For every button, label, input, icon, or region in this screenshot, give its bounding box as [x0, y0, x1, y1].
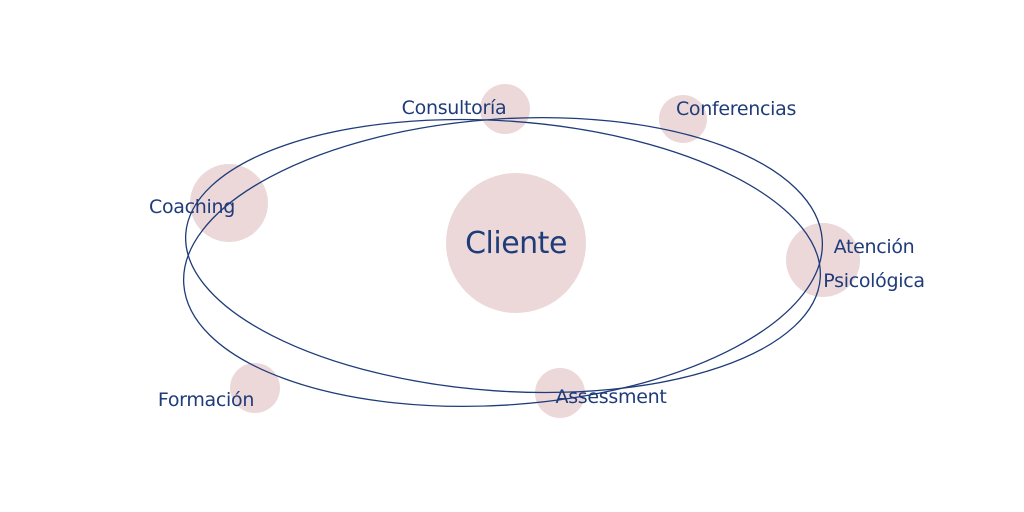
- node-label-consultoria: Consultoría: [402, 97, 507, 119]
- node-circle-formacion: [230, 363, 280, 413]
- node-label-assessment: Assessment: [556, 386, 667, 408]
- node-label-conferencias: Conferencias: [676, 98, 796, 120]
- node-label-coaching: Coaching: [149, 196, 235, 218]
- node-circle-atencion-psicologica: [786, 223, 860, 297]
- orbit-ring-inner: [184, 118, 822, 394]
- center-circle: [446, 173, 586, 313]
- node-label-formacion: Formación: [158, 389, 254, 411]
- center-label: Cliente: [465, 226, 567, 261]
- orbit-ring-outer: [182, 116, 824, 408]
- node-label-atencion-line1: Atención: [834, 236, 915, 258]
- node-label-atencion-line2: Psicológica: [823, 270, 924, 292]
